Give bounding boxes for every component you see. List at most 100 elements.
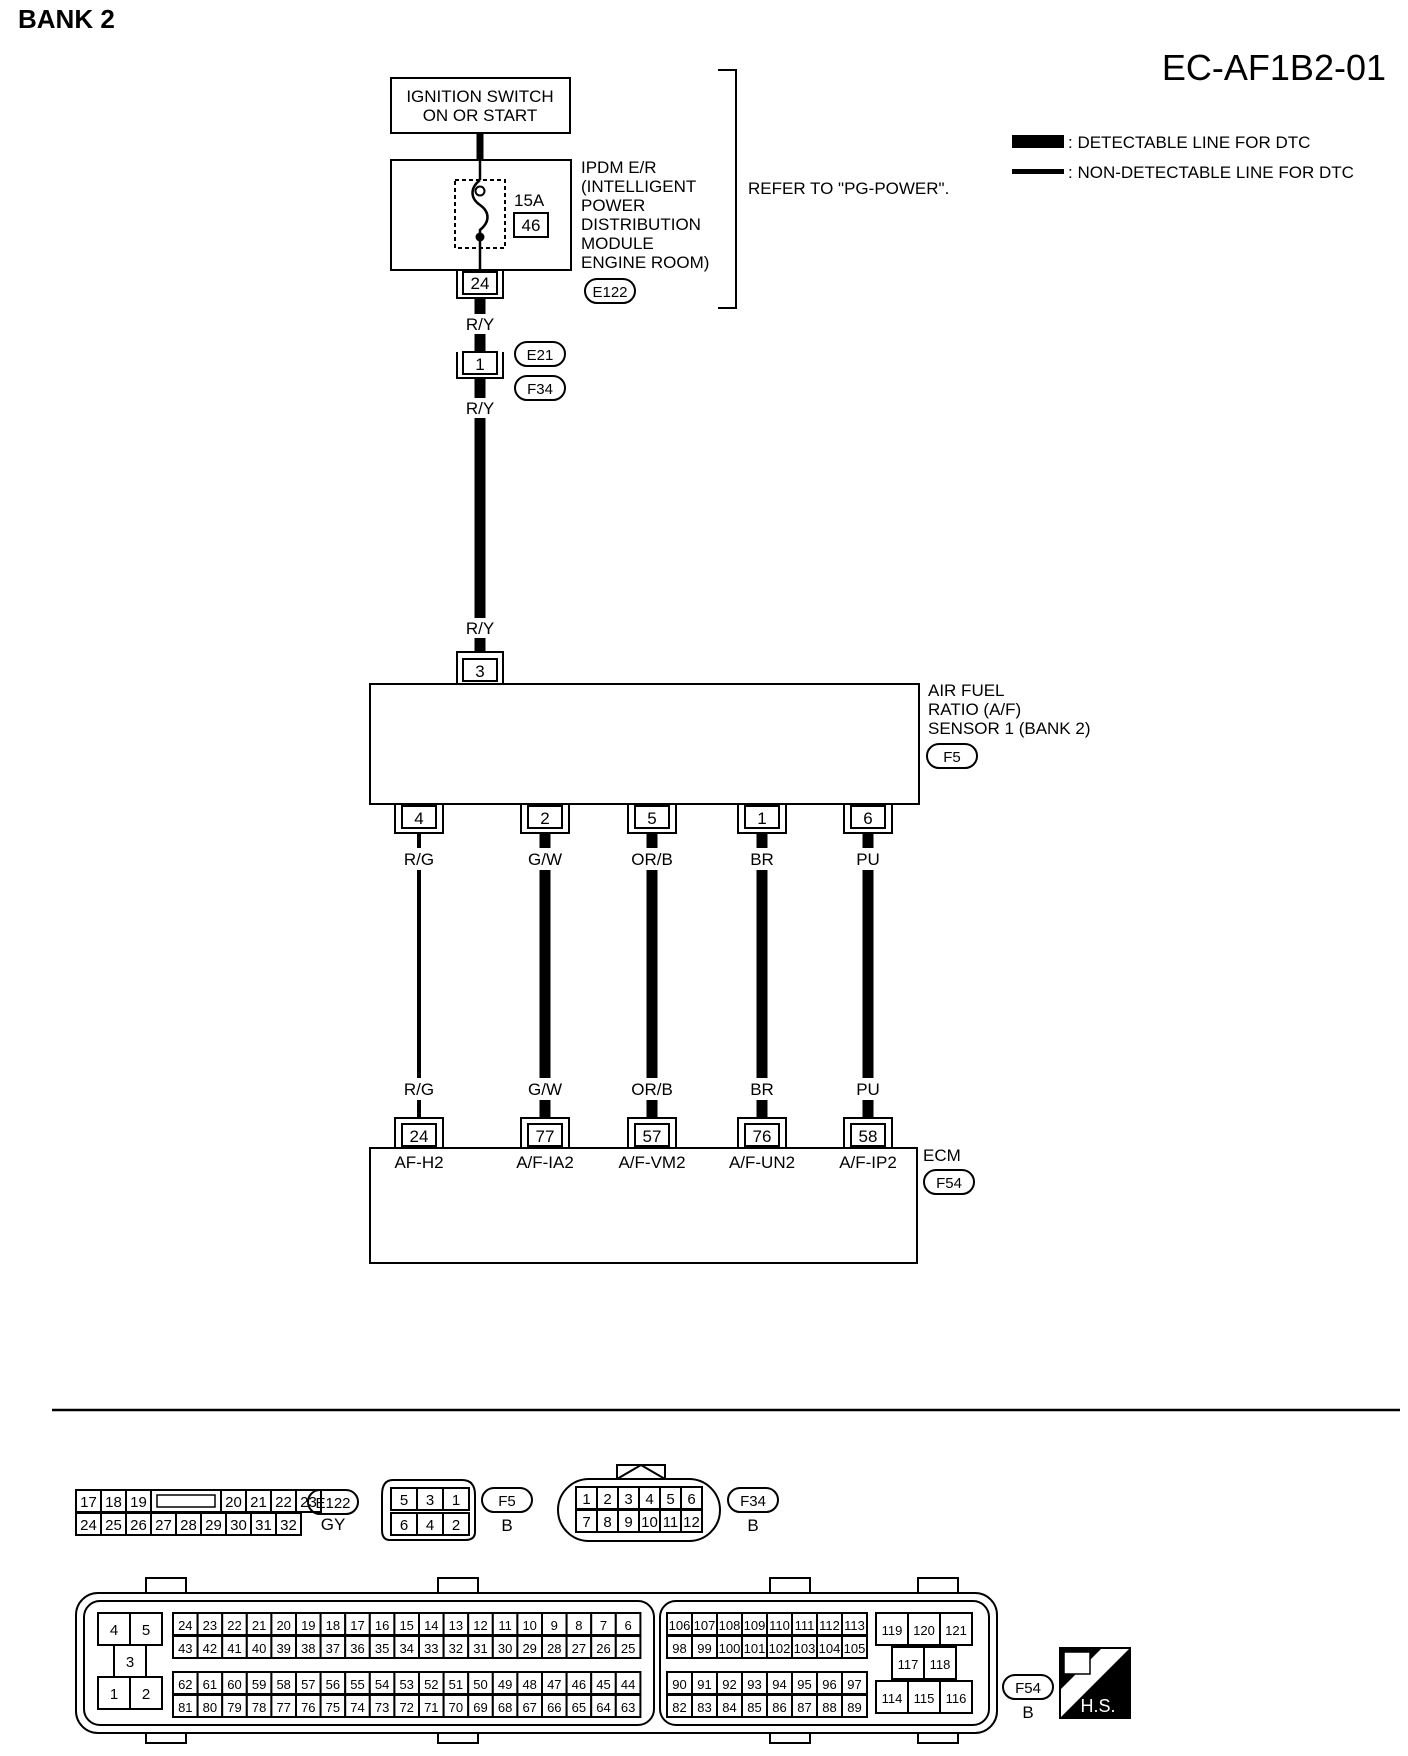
cavity-number: 30 (498, 1641, 512, 1656)
connector-id: F54 (1015, 1680, 1041, 1697)
cavity-number: 102 (769, 1641, 791, 1656)
joint-terminal: 1 (475, 355, 484, 374)
cavity-number: 97 (847, 1677, 861, 1692)
cavity-number: 80 (203, 1700, 217, 1715)
f34-color: B (747, 1516, 758, 1535)
cavity-number: 110 (769, 1618, 790, 1633)
e122-color: GY (321, 1515, 346, 1534)
cavity-number: 106 (669, 1618, 691, 1633)
ecm-connector: F54 (936, 1175, 962, 1192)
cavity-number: 18 (105, 1494, 122, 1511)
sensor-label-3: SENSOR 1 (BANK 2) (928, 719, 1091, 738)
sensor-pin: 5 (647, 809, 656, 828)
cavity-number: 72 (399, 1700, 413, 1715)
cavity-number: 24 (178, 1618, 192, 1633)
connector-id: F34 (740, 1493, 766, 1510)
refer-bracket (718, 69, 737, 309)
cavity-number: 51 (449, 1677, 463, 1692)
cavity-number: 93 (747, 1677, 761, 1692)
cavity-number: 15 (399, 1618, 413, 1633)
cavity-number: 18 (326, 1618, 340, 1633)
f54-color: B (1022, 1703, 1033, 1722)
cavity-number: 86 (772, 1700, 786, 1715)
cavity-number: 55 (350, 1677, 364, 1692)
detectable-line-sample (1012, 135, 1064, 148)
cavity-number: 36 (350, 1641, 364, 1656)
cavity-number: 34 (399, 1641, 413, 1656)
connector-id: F5 (498, 1493, 516, 1510)
cavity-number: 39 (276, 1641, 290, 1656)
cavity-number: 96 (822, 1677, 836, 1692)
wire-color-upper: R/G (404, 850, 434, 869)
cavity-number: 89 (847, 1700, 861, 1715)
cavity-number: 117 (898, 1657, 919, 1672)
ecm-terminal-label: A/F-UN2 (729, 1153, 795, 1172)
cavity-number: 25 (621, 1641, 635, 1656)
cavity-number: 6 (624, 1618, 631, 1633)
cavity-number: 32 (280, 1517, 297, 1534)
ecm-pin: 58 (859, 1127, 878, 1146)
wire-color-lower: R/G (404, 1080, 434, 1099)
cavity-number: 112 (819, 1618, 840, 1633)
cavity-number: 81 (178, 1700, 192, 1715)
wire-color-lower: BR (750, 1080, 774, 1099)
cavity-number: 22 (227, 1618, 241, 1633)
cavity-number: 84 (722, 1700, 736, 1715)
sensor-power-terminal: 3 (475, 662, 484, 681)
diagram-code: EC-AF1B2-01 (1162, 47, 1386, 88)
cavity-number: 67 (522, 1700, 536, 1715)
cavity-number: 17 (80, 1494, 97, 1511)
ipdm-label-3: POWER (581, 196, 645, 215)
cavity-number: 5 (142, 1622, 150, 1639)
cavity-number: 115 (914, 1691, 935, 1706)
ecm-name: ECM (923, 1146, 961, 1165)
cavity-number: 50 (473, 1677, 487, 1692)
cavity-number: 62 (178, 1677, 192, 1692)
cavity-number: 8 (575, 1618, 582, 1633)
cavity-number: 88 (822, 1700, 836, 1715)
ecm: ECM F54 (369, 1146, 975, 1264)
hs-label: H.S. (1080, 1696, 1115, 1716)
cavity-number: 41 (227, 1641, 241, 1656)
cavity-number: 4 (645, 1491, 653, 1508)
wire-color-power-upper: R/Y (466, 315, 494, 334)
cavity-number: 114 (882, 1691, 903, 1706)
cavity-number: 56 (326, 1677, 340, 1692)
signal-wires: 4R/GR/G24AF-H22G/WG/W77A/F-IA25OR/BOR/B5… (391, 804, 897, 1172)
cavity-number: 28 (180, 1517, 197, 1534)
cavity-number: 103 (794, 1641, 816, 1656)
cavity-number: 101 (744, 1641, 766, 1656)
cavity-number: 29 (522, 1641, 536, 1656)
wire-color-power-lower: R/Y (466, 619, 494, 638)
fuse-rating: 15A (514, 191, 545, 210)
cavity-number: 3 (426, 1492, 434, 1509)
ecm-pin: 57 (643, 1127, 662, 1146)
cavity-number: 4 (110, 1622, 118, 1639)
cavity-number: 20 (225, 1494, 242, 1511)
cavity-number: 10 (522, 1618, 536, 1633)
cavity-number: 42 (203, 1641, 217, 1656)
connector-id: E122 (315, 1495, 350, 1512)
cavity-number: 11 (663, 1514, 679, 1531)
cavity-number: 8 (603, 1514, 611, 1531)
fuse-icon (471, 160, 489, 270)
cavity-number: 108 (719, 1618, 741, 1633)
refer-note: REFER TO "PG-POWER". (748, 179, 949, 198)
legend: : DETECTABLE LINE FOR DTC : NON-DETECTAB… (1012, 133, 1354, 182)
cavity-number: 4 (426, 1517, 434, 1534)
cavity-number: 60 (227, 1677, 241, 1692)
cavity-number: 120 (913, 1623, 935, 1638)
cavity-number: 63 (621, 1700, 635, 1715)
cavity-number: 31 (255, 1517, 272, 1534)
cavity-number: 109 (744, 1618, 766, 1633)
cavity-number: 118 (930, 1657, 951, 1672)
ipdm-label-4: DISTRIBUTION (581, 215, 701, 234)
cavity-number: 45 (596, 1677, 610, 1692)
